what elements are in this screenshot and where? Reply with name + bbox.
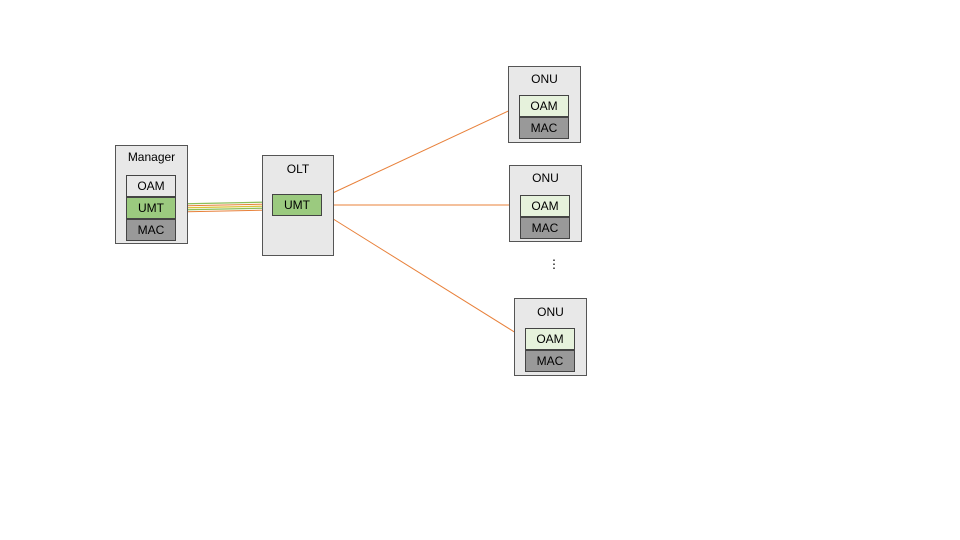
link-olt-onu-1 — [321, 105, 520, 199]
olt-title: OLT — [286, 162, 310, 176]
manager-oam-layer: OAM — [126, 175, 176, 197]
onu-1-oam-layer: OAM — [519, 95, 569, 117]
onu-node-2: ONU OAM MAC — [509, 165, 582, 242]
onu-node-1: ONU OAM MAC — [508, 66, 581, 143]
olt-umt-layer: UMT — [272, 194, 322, 216]
onu-3-mac-layer: MAC — [525, 350, 575, 372]
onu-3-title: ONU — [537, 305, 564, 319]
olt-node: OLT UMT — [262, 155, 334, 256]
manager-mac-layer: MAC — [126, 219, 176, 241]
onu-2-mac-layer: MAC — [520, 217, 570, 239]
more-onus-ellipsis: ⋮ — [548, 257, 560, 271]
onu-1-title: ONU — [531, 72, 558, 86]
manager-node: Manager OAM UMT MAC — [115, 145, 188, 244]
onu-1-mac-layer: MAC — [519, 117, 569, 139]
onu-2-title: ONU — [532, 171, 559, 185]
manager-title: Manager — [127, 150, 176, 164]
link-olt-onu-3 — [321, 211, 525, 339]
manager-umt-layer: UMT — [126, 197, 176, 219]
onu-node-3: ONU OAM MAC — [514, 298, 587, 376]
onu-3-oam-layer: OAM — [525, 328, 575, 350]
onu-2-oam-layer: OAM — [520, 195, 570, 217]
